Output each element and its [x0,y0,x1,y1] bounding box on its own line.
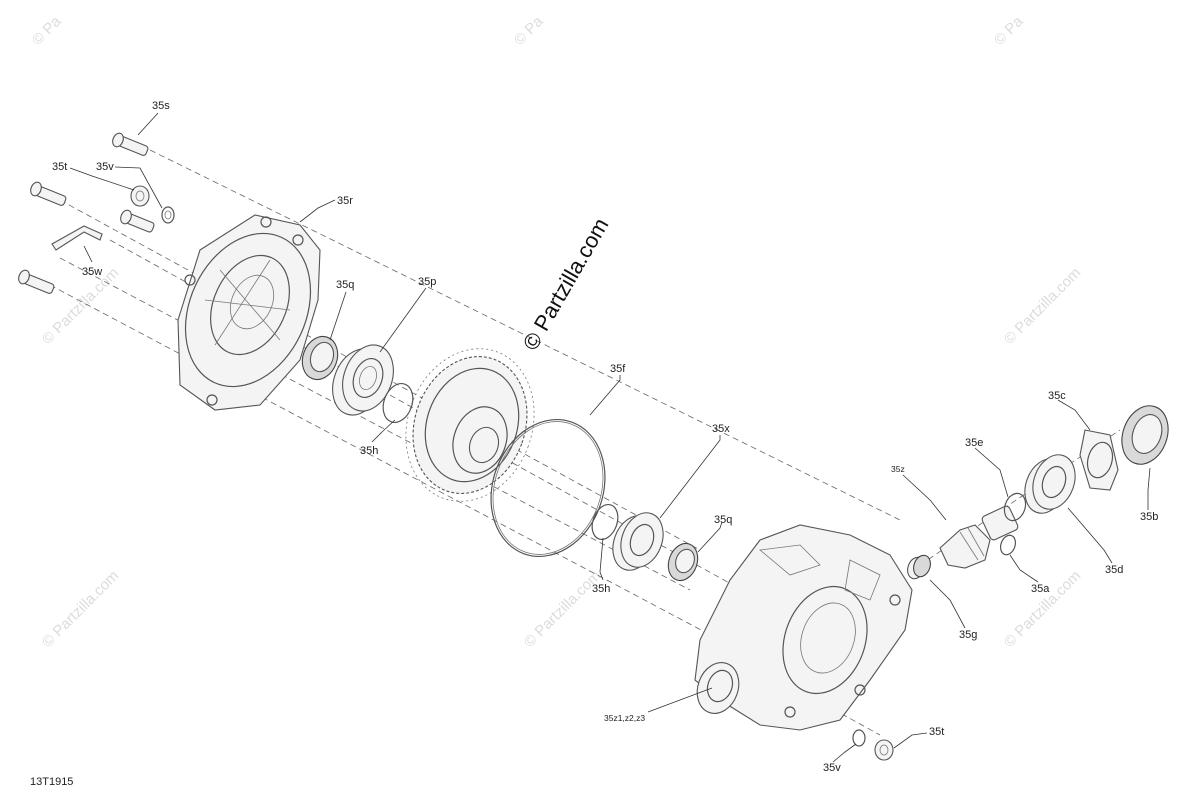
callout-35q-right: 35q [714,514,732,526]
leader-lines [69,112,1151,763]
bushing-35t [130,185,150,207]
diagram-code: 13T1915 [30,776,73,788]
watermark-right-middle: © Partzilla.com [1001,264,1084,347]
callout-35c: 35c [1048,390,1066,402]
bolt-35w-a [120,209,155,233]
shim-35h-right [591,503,619,541]
pinion-35z [939,505,1019,569]
partzilla-watermark-main: © Partzilla.com [518,214,614,355]
washer-35v [161,206,175,224]
o-ring-35f [490,418,606,558]
washer-35v-bottom [852,729,866,747]
shim-35a [999,534,1017,556]
watermark-right-bottom: © Partzilla.com [1001,567,1084,650]
watermark-corner-top-left: © Pa [29,13,65,49]
callout-35r: 35r [337,195,353,207]
watermark-left-bottom: © Partzilla.com [39,567,122,650]
callout-35p: 35p [418,276,436,288]
watermark-center-bottom: © Partzilla.com [521,567,604,650]
callout-35a: 35a [1031,583,1050,595]
callout-35x: 35x [712,423,730,435]
bearing-35p [332,344,394,416]
callout-35h-left: 35h [360,445,378,457]
callout-35e: 35e [965,437,983,449]
bolt-35t [30,181,67,206]
callout-35q-left: 35q [336,279,354,291]
needle-bearing-35g [907,554,931,580]
callout-35s: 35s [152,100,170,112]
main-housing [694,524,913,731]
plug-35t-bottom [874,739,894,761]
seal-35q-right [667,542,699,582]
callout-35t-bottom: 35t [929,726,944,738]
callout-35v-bottom: 35v [823,762,841,774]
callout-35b: 35b [1140,511,1158,523]
bearing-35d [1024,454,1076,514]
guide-line [49,284,721,641]
ring-gear [405,348,535,502]
callout-35v-top: 35v [96,161,114,173]
callout-labels: 35s 35t 35v 35r 35w 35q 35p 35h 35f 35x … [52,100,1158,774]
nut-35c [1079,429,1119,491]
callout-35z: 35z [891,464,905,474]
callout-35w: 35w [82,266,102,278]
guide-line [779,679,881,736]
l-pin-35w [51,225,103,251]
callout-35h-right: 35h [592,583,610,595]
seal-35b [1121,405,1169,465]
bolt-35s [112,132,149,156]
watermark-corner-top-center: © Pa [511,13,547,49]
callout-35f: 35f [610,363,626,375]
bearing-35x [612,512,664,571]
bolt-lower-left [18,269,55,294]
guide-line [59,257,691,591]
ring-35e [1003,492,1027,522]
housing-cover-35r [177,214,321,411]
watermark-left-middle: © Partzilla.com [39,264,122,347]
shim-35h-left [382,383,414,423]
callout-35t-top: 35t [52,161,67,173]
callout-35d: 35d [1105,564,1123,576]
watermark-corner-top-right: © Pa [991,13,1027,49]
seal-35q-left [301,335,339,381]
callout-35z1-z2-z3: 35z1,z2,z3 [604,713,645,723]
callout-35g: 35g [959,629,977,641]
